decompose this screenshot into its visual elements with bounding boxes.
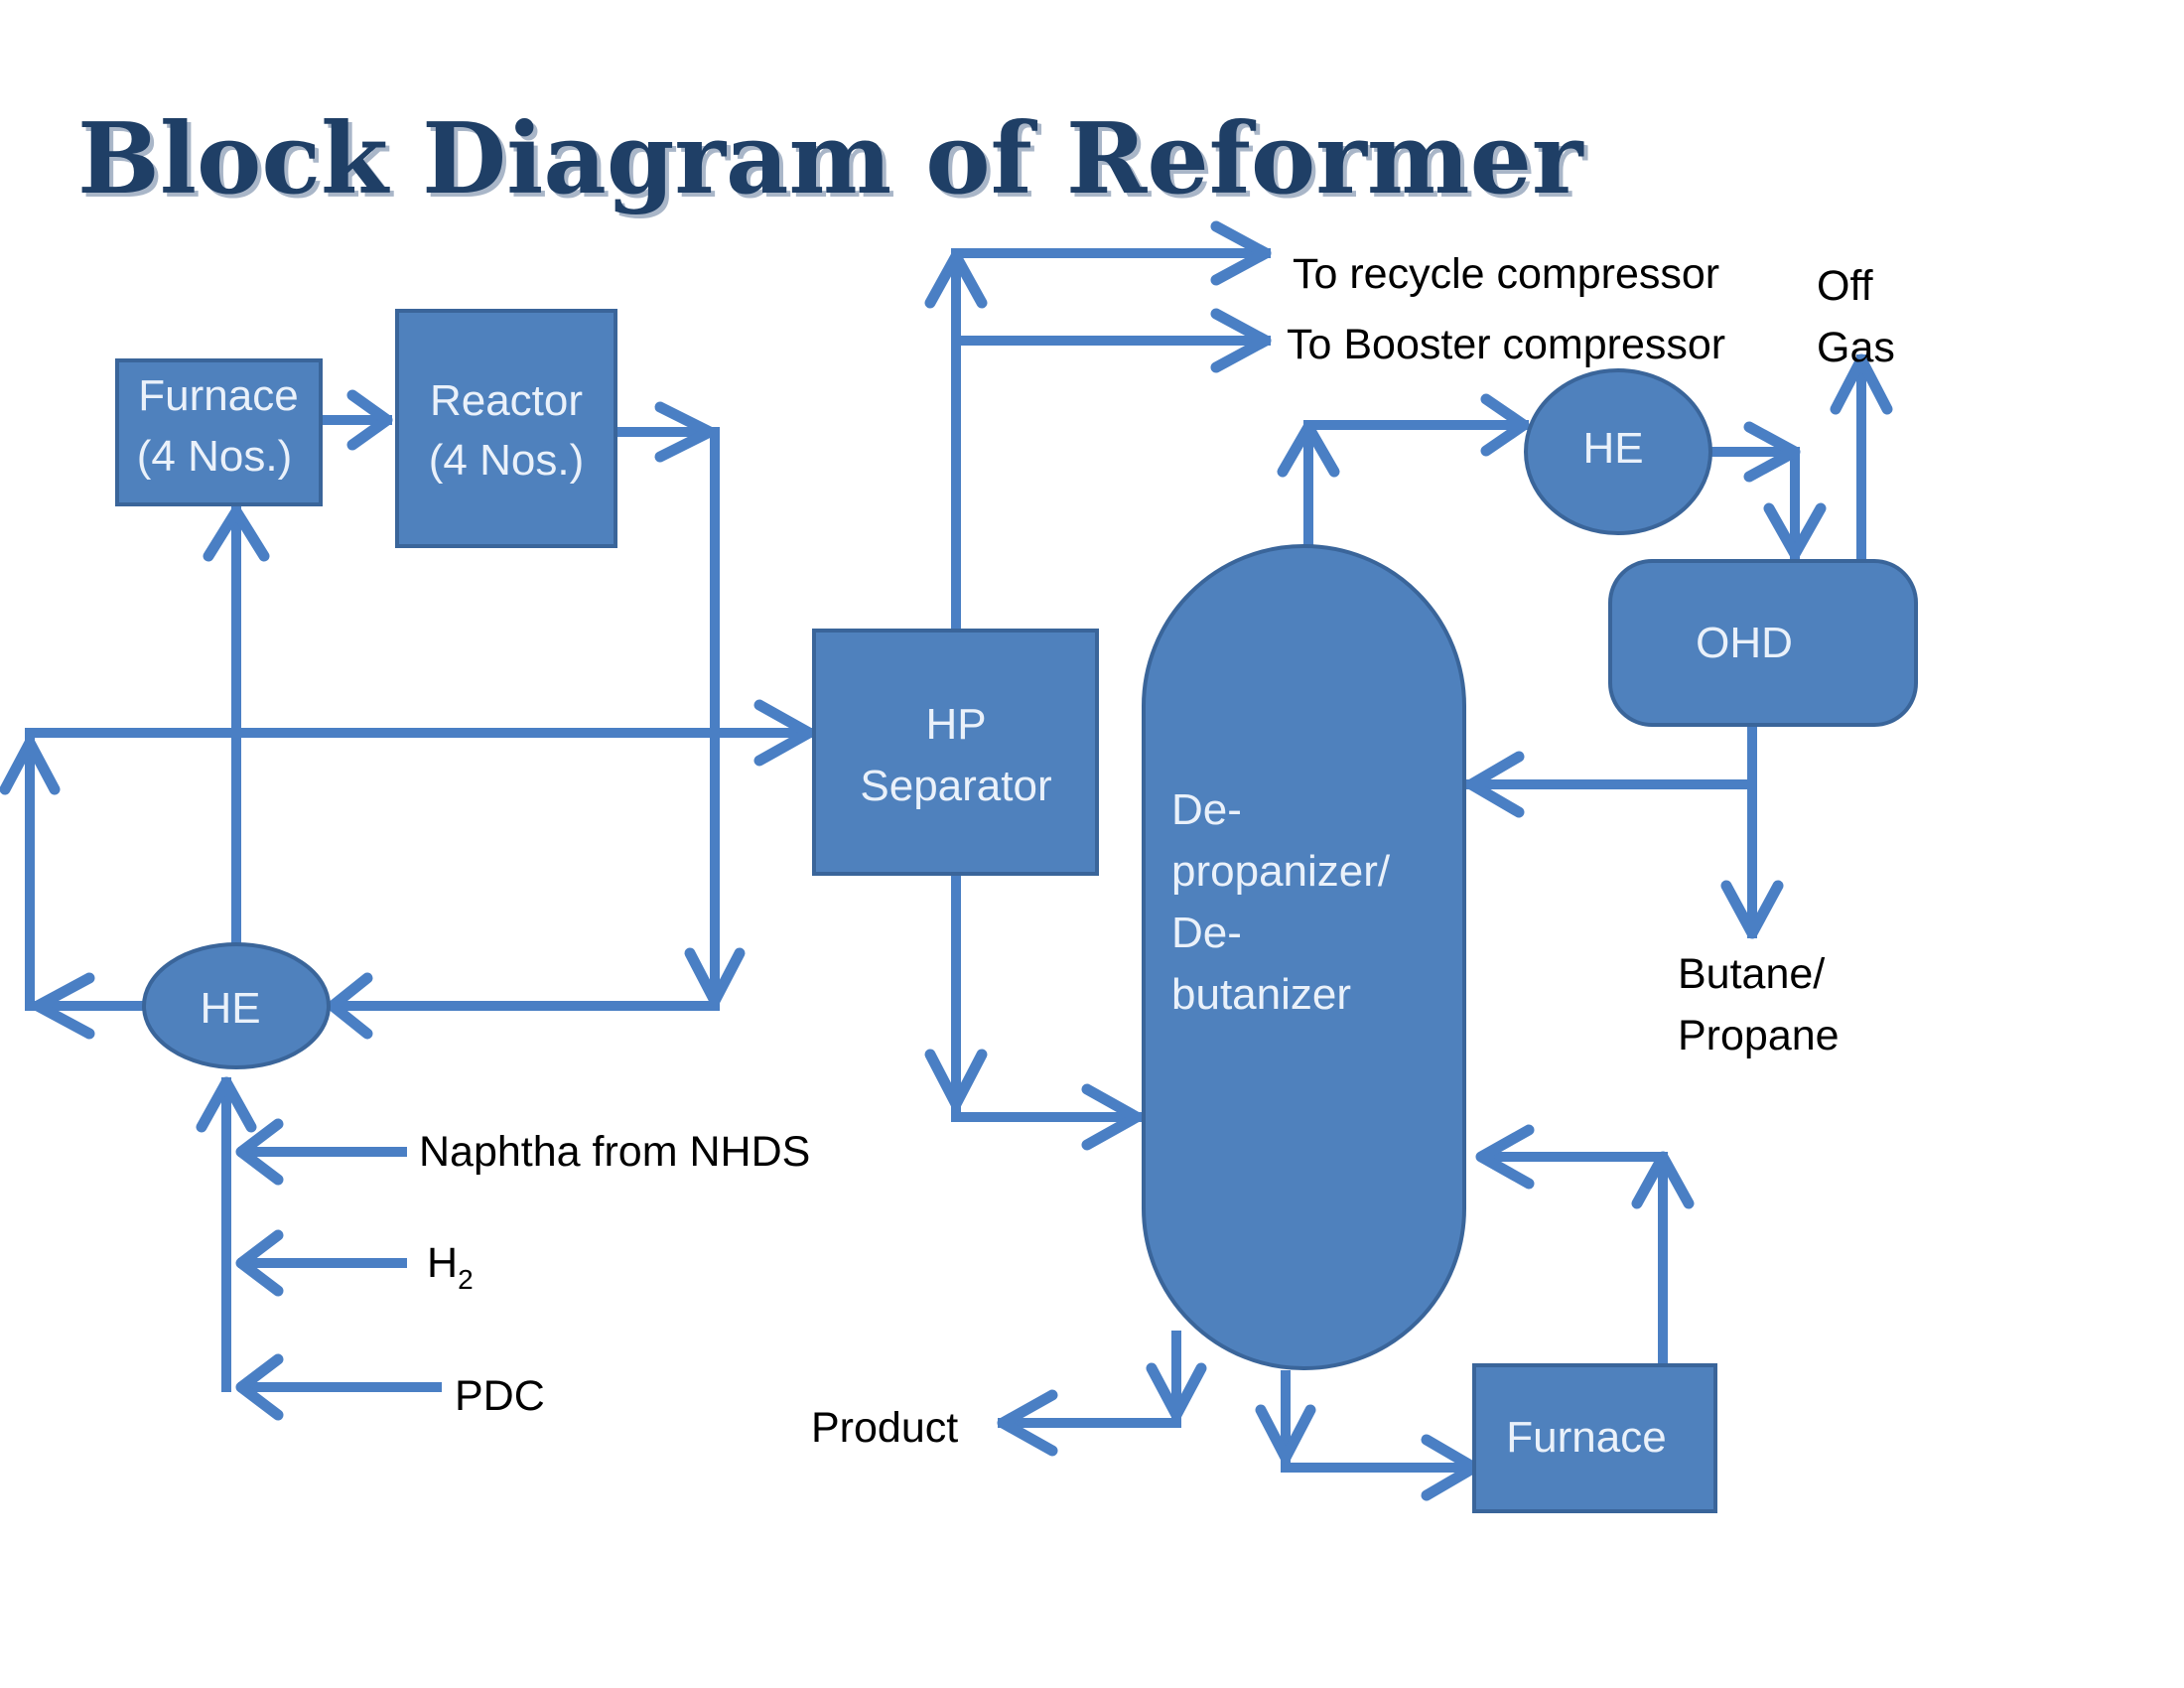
lpg-label-line2: Propane xyxy=(1678,1012,1840,1059)
arrow-head xyxy=(203,505,270,562)
reactor-block: Reactor (4 Nos.) xyxy=(395,309,617,548)
off-gas-label-line1: Off xyxy=(1817,262,1874,310)
arrow-head xyxy=(654,401,716,463)
furnace-box xyxy=(115,358,323,506)
hp-separator-block: HP Separator xyxy=(812,629,1099,876)
furnace-2-label: Furnace xyxy=(1506,1413,1666,1462)
arrow-head xyxy=(924,250,988,309)
heat-exchanger-1: HE xyxy=(142,942,331,1069)
arrow-head xyxy=(997,1389,1058,1457)
column-label-line2: propanizer/ xyxy=(1171,847,1391,896)
h2-label: H2 xyxy=(427,1239,474,1295)
arrow-head xyxy=(1255,1404,1316,1464)
arrow-head xyxy=(235,1353,284,1421)
reactor-box xyxy=(395,309,617,548)
h2-main: H xyxy=(427,1239,458,1287)
flow-reactor-to-he xyxy=(328,427,720,1011)
flow-hp-separator-to-column xyxy=(951,869,1142,1122)
hp-separator-box xyxy=(812,629,1099,876)
off-gas-label-line2: Gas xyxy=(1817,324,1895,371)
ohd-shape xyxy=(1608,559,1918,727)
product-label: Product xyxy=(811,1404,958,1452)
arrow-head xyxy=(327,972,373,1040)
furnace-label-line2: (4 Nos.) xyxy=(137,432,292,481)
column-shape xyxy=(1142,544,1466,1370)
pdc-label: PDC xyxy=(455,1372,545,1420)
arrow-head xyxy=(235,1229,284,1297)
arrow-head xyxy=(1146,1362,1207,1421)
furnace-2-box xyxy=(1472,1363,1717,1513)
arrow-head xyxy=(1475,1124,1535,1190)
he-1-label: HE xyxy=(200,984,260,1033)
h2-subscript: 2 xyxy=(458,1264,474,1295)
arrow-head xyxy=(1763,502,1827,560)
column-label-line3: De- xyxy=(1171,909,1242,957)
column-label-line1: De- xyxy=(1171,785,1242,834)
arrow-head xyxy=(346,389,393,451)
furnace-label-line1: Furnace xyxy=(138,371,298,420)
stream-labels: To recycle compressor To Booster compres… xyxy=(419,250,1895,1452)
flow-product xyxy=(998,1331,1181,1428)
arrow-head xyxy=(1210,308,1272,373)
ohd-block: OHD xyxy=(1608,559,1918,727)
arrow-head xyxy=(1277,421,1340,478)
arrow-head xyxy=(1830,353,1893,415)
reactor-label-line2: (4 Nos.) xyxy=(429,436,584,485)
naphtha-label: Naphtha from NHDS xyxy=(419,1128,810,1176)
arrow-head xyxy=(753,699,815,767)
distillation-column: De- propanizer/ De- butanizer xyxy=(1142,544,1466,1370)
furnace-block: Furnace (4 Nos.) xyxy=(115,358,323,506)
arrow-head xyxy=(1210,220,1272,286)
arrow-head xyxy=(1631,1151,1695,1209)
page-title: Block Diagram of Reformer xyxy=(77,102,1584,216)
arrow-head xyxy=(1081,1083,1143,1151)
heat-exchanger-2: HE xyxy=(1524,368,1712,535)
arrow-head xyxy=(684,947,746,1007)
hp-separator-label-line1: HP xyxy=(925,700,986,749)
booster-compressor-label: To Booster compressor xyxy=(1287,321,1725,368)
he-2-shape xyxy=(1524,368,1712,535)
reactor-label-line1: Reactor xyxy=(430,376,583,425)
column-label-line4: butanizer xyxy=(1171,970,1351,1019)
lpg-label-line1: Butane/ xyxy=(1678,950,1825,998)
he-2-label: HE xyxy=(1582,424,1643,473)
flow-furnace-to-column xyxy=(1479,1152,1668,1370)
flow-lines xyxy=(0,220,1893,1501)
arrow-head xyxy=(235,1118,284,1186)
hp-separator-label-line2: Separator xyxy=(860,762,1051,810)
arrow-head xyxy=(924,1049,988,1110)
arrow-head xyxy=(1720,880,1784,939)
flow-he-to-hp-separator xyxy=(25,728,814,1011)
arrow-head xyxy=(0,737,61,795)
arrow-head xyxy=(1465,751,1525,818)
flow-column-to-furnace xyxy=(1281,1370,1479,1473)
arrow-head xyxy=(1480,393,1530,457)
ohd-label: OHD xyxy=(1696,619,1793,667)
he-1-shape xyxy=(142,942,331,1069)
recycle-compressor-label: To recycle compressor xyxy=(1293,250,1719,298)
arrow-head xyxy=(196,1076,257,1133)
furnace-2-block: Furnace xyxy=(1472,1363,1717,1513)
arrow-head xyxy=(1743,421,1801,483)
arrow-head xyxy=(32,972,95,1040)
page-title-shadow: Block Diagram of Reformer xyxy=(81,106,1588,220)
